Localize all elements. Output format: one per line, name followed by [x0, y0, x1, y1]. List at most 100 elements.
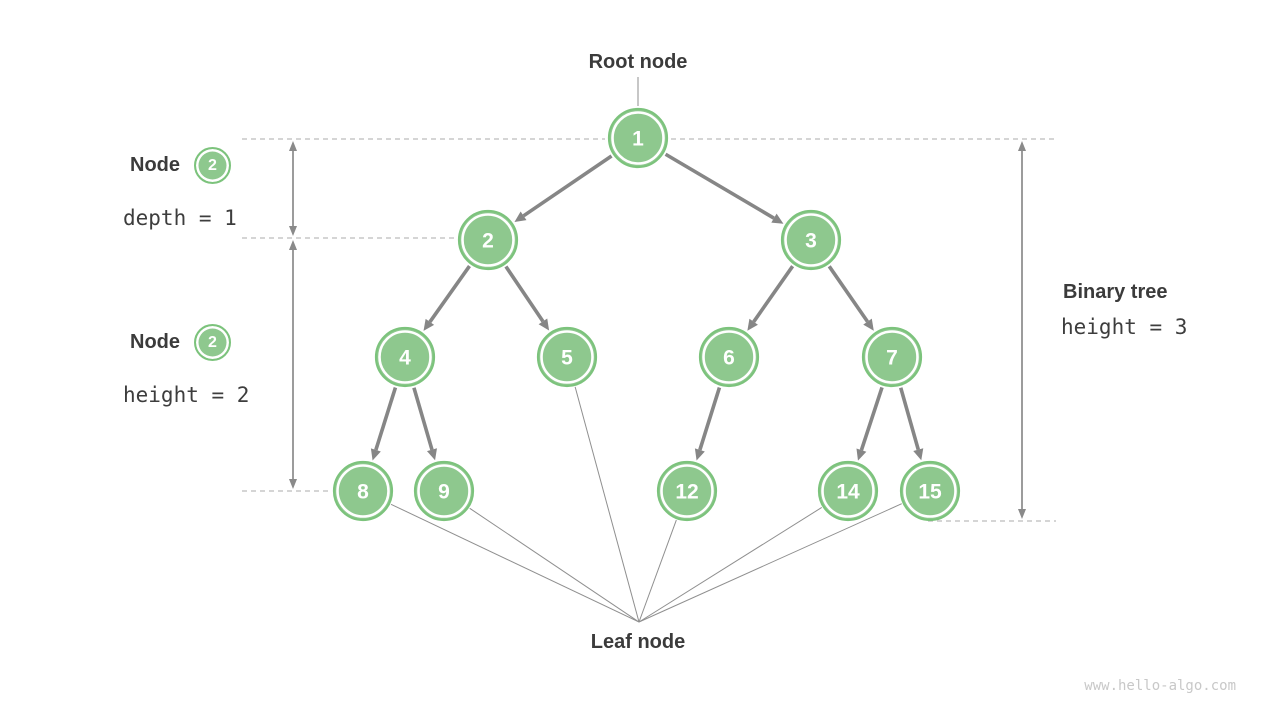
edge-arrowhead-icon	[423, 318, 435, 331]
tree-node-4: 4	[374, 326, 436, 388]
tree-edge-4-9	[412, 387, 434, 451]
measure-arrows	[289, 141, 1026, 519]
node-value: 6	[723, 347, 735, 370]
node-circle	[656, 460, 718, 522]
annotation-node-depth-title: Node	[130, 154, 180, 176]
node-circle	[861, 326, 923, 388]
tree-edge-3-7	[827, 265, 870, 323]
depth-value-label: depth = 1	[123, 206, 237, 230]
arrow-down-icon	[289, 226, 297, 236]
node-circle	[780, 209, 842, 271]
arrow-up-icon	[289, 240, 297, 250]
tree-node-8: 8	[332, 460, 394, 522]
tree-node-7: 7	[861, 326, 923, 388]
node-inner-ring	[611, 111, 665, 165]
edge-arrowhead-icon	[514, 211, 527, 223]
tree-edge-1-2	[522, 154, 613, 218]
tree-node-2: 2	[457, 209, 519, 271]
arrow-down-icon	[289, 479, 297, 489]
node-value: 2	[482, 230, 494, 253]
edge-arrowhead-icon	[538, 318, 550, 331]
tree-edge-3-6	[752, 265, 795, 323]
node-inner-ring	[903, 464, 957, 518]
node-inner-ring	[540, 330, 594, 384]
edge-arrowhead-icon	[747, 318, 758, 331]
node-value: 9	[438, 481, 450, 504]
tree-edge-2-5	[504, 265, 545, 323]
node-value: 3	[805, 230, 817, 253]
tree-node-3: 3	[780, 209, 842, 271]
dashed-guides	[242, 138, 1056, 522]
node-inner-ring	[461, 213, 515, 267]
node-value: 4	[399, 347, 411, 370]
annotation-node-height: Node 2	[130, 324, 231, 361]
leaf-lines	[390, 386, 902, 623]
node-inner-ring	[378, 330, 432, 384]
edge-arrowhead-icon	[863, 318, 874, 331]
node-height-value-label: height = 2	[123, 383, 250, 407]
root-node-label: Root node	[588, 51, 688, 73]
node-value: 7	[886, 347, 898, 370]
node-badge-value: 2	[208, 156, 217, 174]
leaf-line-14	[638, 507, 822, 623]
arrow-up-icon	[1018, 141, 1026, 151]
tree-node-12: 12	[656, 460, 718, 522]
tree-edge-7-14	[859, 386, 884, 451]
edge-arrowhead-icon	[856, 448, 867, 461]
node-inner-ring	[865, 330, 919, 384]
tree-node-1: 1	[607, 107, 669, 169]
leaf-line-9	[469, 507, 640, 623]
node-value: 14	[836, 481, 860, 504]
edge-arrowhead-icon	[426, 448, 437, 461]
node-circle	[332, 460, 394, 522]
node-value: 5	[561, 347, 573, 370]
node-circle	[536, 326, 598, 388]
edge-arrowhead-icon	[913, 448, 924, 461]
node-inner-ring	[336, 464, 390, 518]
node-value: 1	[632, 128, 644, 151]
node-badge: 2	[194, 147, 231, 184]
arrow-up-icon	[289, 141, 297, 151]
watermark: www.hello-algo.com	[1084, 678, 1236, 694]
node-inner-ring	[660, 464, 714, 518]
node-circle	[698, 326, 760, 388]
node-inner-ring	[417, 464, 471, 518]
tree-edge-4-8	[374, 386, 398, 451]
node-inner-ring	[821, 464, 875, 518]
node-circle	[607, 107, 669, 169]
tree-edges	[370, 152, 924, 461]
node-inner-ring	[702, 330, 756, 384]
leaf-line-12	[638, 519, 677, 623]
edge-arrowhead-icon	[370, 448, 381, 461]
node-value: 15	[918, 481, 942, 504]
tree-height-value-label: height = 3	[1061, 315, 1188, 339]
node-inner-ring	[784, 213, 838, 267]
node-circle	[457, 209, 519, 271]
leaf-line-15	[638, 503, 902, 623]
edge-arrowhead-icon	[694, 448, 705, 461]
arrow-down-icon	[1018, 509, 1026, 519]
annotation-node-depth: Node 2	[130, 147, 231, 184]
node-circle	[899, 460, 961, 522]
node-badge-value: 2	[208, 333, 217, 351]
tree-node-6: 6	[698, 326, 760, 388]
node-badge: 2	[194, 324, 231, 361]
tree-node-15: 15	[899, 460, 961, 522]
node-value: 8	[357, 481, 369, 504]
leaf-line-5	[574, 386, 640, 623]
binary-tree-label: Binary tree	[1063, 281, 1168, 303]
edge-arrowhead-icon	[771, 213, 784, 224]
tree-edge-7-15	[898, 387, 921, 451]
tree-edge-2-4	[428, 265, 471, 323]
node-circle	[817, 460, 879, 522]
tree-node-5: 5	[536, 326, 598, 388]
node-value: 12	[675, 481, 698, 504]
leaf-node-label: Leaf node	[590, 631, 686, 653]
node-circle	[413, 460, 475, 522]
tree-edge-1-3	[664, 152, 775, 220]
tree-node-9: 9	[413, 460, 475, 522]
annotation-node-height-title: Node	[130, 331, 180, 353]
